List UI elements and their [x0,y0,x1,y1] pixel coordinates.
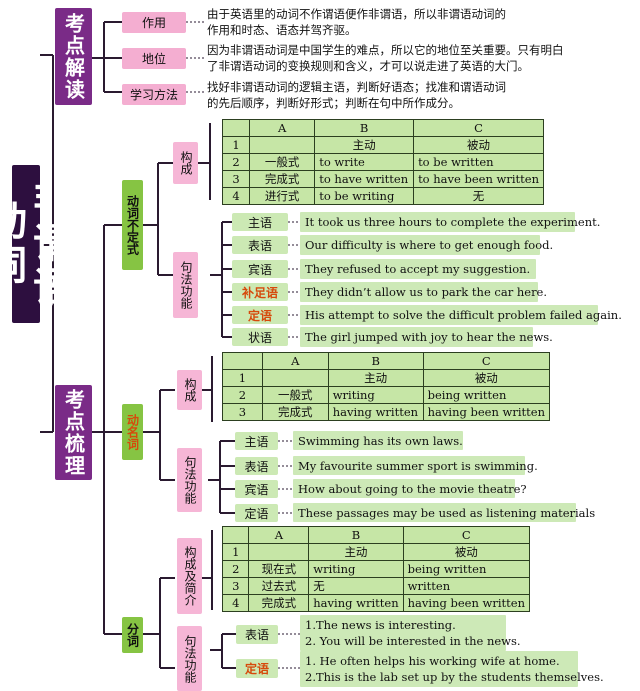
infinitive-form-table: A B C 1 主动 被动 2 一般式 to write to be writt… [221,119,544,205]
table-row: 3 过去式 无 written [221,577,531,595]
ger-role-object: 宾语 [235,480,278,498]
table-header-row: A B C [221,526,531,544]
participle-form-table: A B C 1 主动 被动 2 现在式 writing being writte… [221,526,531,612]
par-role-attributive: 定语 [236,659,278,678]
table-row: 3 完成式 to have written to have been writt… [221,170,544,188]
par-example-predicative: 1.The news is interesting. 2. You will b… [300,615,521,651]
table-row: 2 一般式 to write to be written [221,153,544,171]
intro-text-status: 因为非谓语动词是中国学生的难点，所以它的地位至关重要。只有明白 了非谓语动词的变… [207,43,564,73]
intro-text-role: 由于英语里的动词不作谓语便作非谓语，所以非谓语动词的 作用和时态、语态并驾齐驱。 [207,7,506,37]
ger-example-subject: Swimming has its own laws. [293,431,463,450]
inf-role-attributive: 定语 [232,306,288,324]
inf-role-adverbial: 状语 [232,328,288,346]
main-title-text: 非谓语动词 [0,178,72,310]
ger-role-predicative: 表语 [235,457,278,475]
table-row: 2 一般式 writing being written [222,386,551,404]
infinitive-label: 动词不定式 [122,180,143,270]
participle-form-label: 构成及简介 [177,538,202,614]
outline-label: 考点梳理 [55,385,92,480]
table-row: 4 进行式 to be writing 无 [221,187,544,205]
intro-text-method: 找好非谓语动词的逻辑主语，判断好语态；找准和谓语动词 的先后顺序，判断好形式；判… [207,80,506,110]
par-example-attributive: 1. He often helps his working wife at ho… [300,651,604,687]
inf-example-complement: They didn’t allow us to park the car her… [300,282,547,302]
gerund-label: 动名词 [122,404,143,460]
ger-role-attributive: 定语 [235,504,278,522]
inf-example-object: They refused to accept my suggestion. [300,259,536,279]
infinitive-func-label: 句法功能 [173,252,198,318]
inf-role-subject: 主语 [232,213,288,231]
table-row: 1 主动 被动 [221,543,531,561]
ger-example-object: How about going to the movie theatre? [293,479,527,498]
table-row: 2 现在式 writing being written [221,560,531,578]
infinitive-form-label: 构成 [173,142,198,184]
inf-example-adverbial: The girl jumped with joy to hear the new… [300,327,553,347]
main-title: 非谓语动词 [0,165,72,323]
table-row: 4 完成式 having written having been written [221,594,531,612]
intro-key-status: 地位 [122,48,186,69]
table-header-row: A B C [221,119,544,137]
gerund-func-label: 句法功能 [177,448,202,512]
table-row: 1 主动 被动 [221,136,544,154]
intro-key-method: 学习方法 [122,84,186,105]
participle-label: 分词 [122,617,143,653]
ger-example-attributive: These passages may be used as listening … [293,503,595,522]
table-row: 1 主动 被动 [222,369,551,387]
inf-role-object: 宾语 [232,260,288,278]
inf-example-attributive: His attempt to solve the difficult probl… [300,305,622,325]
intro-key-role: 作用 [122,12,186,33]
inf-example-predicative: Our difficulty is where to get enough fo… [300,235,553,255]
inf-role-complement: 补足语 [232,283,288,301]
inf-example-subject: It took us three hours to complete the e… [300,212,600,232]
gerund-form-table: A B C 1 主动 被动 2 一般式 writing being writte… [222,352,551,421]
table-header-row: A B C [222,352,551,370]
participle-func-label: 句法功能 [177,626,202,691]
table-row: 3 完成式 having written having been written [222,403,551,421]
intro-label: 考点解读 [55,8,92,105]
inf-role-predicative: 表语 [232,236,288,254]
ger-example-predicative: My favourite summer sport is swimming. [293,456,538,475]
gerund-form-label: 构成 [177,370,202,410]
par-role-predicative: 表语 [236,625,278,644]
ger-role-subject: 主语 [235,432,278,450]
